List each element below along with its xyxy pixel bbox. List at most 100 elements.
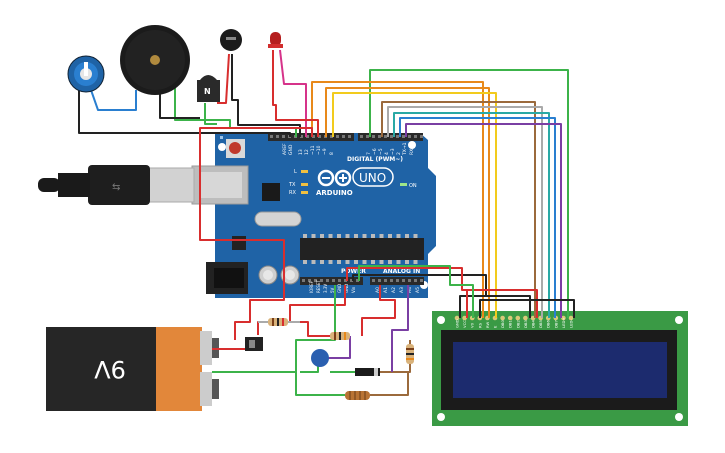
lcd-pin xyxy=(568,315,574,321)
led-label-rx: RX xyxy=(289,190,296,196)
wire-teal xyxy=(393,112,550,318)
lcd-pin xyxy=(500,315,505,321)
wire-green-cap xyxy=(300,365,319,373)
pin-label: ~11 xyxy=(310,145,316,155)
pin-label: A0 xyxy=(375,287,381,293)
header-hole xyxy=(270,135,273,138)
wire-purple-a3 xyxy=(391,285,409,372)
wire-black-pot xyxy=(78,83,291,137)
wire-green-buzzer xyxy=(174,88,297,137)
header-hole xyxy=(402,279,405,282)
pin-label: GND xyxy=(288,144,294,155)
regulator xyxy=(232,236,246,250)
chip-pin xyxy=(354,260,358,264)
npn-transistor: N xyxy=(197,75,220,102)
lcd-pin-label: GND xyxy=(455,319,460,328)
arduino-board: L TX RX ON ARDUINO UNO DIGITAL (PWM~) PO… xyxy=(191,133,436,298)
model-label: UNO xyxy=(359,171,386,185)
lcd-pin-label: DB1 xyxy=(508,319,513,328)
pin-label: 3.3V xyxy=(323,284,328,293)
chip-pin xyxy=(413,234,418,238)
on-label: ON xyxy=(409,183,417,189)
ceramic-capacitor xyxy=(311,349,329,367)
wire-blue-pot xyxy=(90,89,137,111)
microcontroller-chip xyxy=(300,238,424,260)
pin-label: A5 xyxy=(415,287,421,293)
pin-label: ~3 xyxy=(390,148,396,155)
chip-pin xyxy=(371,260,375,264)
wire-green-transistor xyxy=(204,103,217,125)
pin-label: GND xyxy=(337,284,342,293)
wire-blue xyxy=(399,117,556,318)
wire-yellow xyxy=(332,92,497,318)
header-hole xyxy=(318,135,321,138)
pin-label: 5V xyxy=(330,287,335,293)
led-label-tx: TX xyxy=(288,182,296,188)
pin-label: ~5 xyxy=(378,148,384,155)
usb-chip xyxy=(262,183,280,201)
slide-switch xyxy=(245,337,263,351)
wire-green-top xyxy=(369,69,569,318)
wire-red-led xyxy=(272,50,319,137)
lcd-pin-label: RS xyxy=(477,322,482,328)
chip-pin xyxy=(337,260,341,264)
pin-label: A4 xyxy=(407,287,413,293)
header-hole xyxy=(414,279,417,282)
chip-pin xyxy=(320,234,324,238)
wire-black-lcd-2 xyxy=(486,295,531,318)
pin-label: IOREF xyxy=(309,280,314,293)
lcd-pin-label: LED+ xyxy=(561,317,566,328)
pin-label: ~6 xyxy=(372,148,378,155)
chip-pin xyxy=(311,260,316,264)
wire-pink-led xyxy=(279,49,307,137)
header-hole xyxy=(302,279,305,282)
chip-pin xyxy=(303,260,307,264)
wire-green-battery xyxy=(212,371,345,396)
wire-red-lcd xyxy=(346,267,468,318)
wire-black-mic xyxy=(231,54,301,137)
resistor-2 xyxy=(330,332,350,340)
transistor-label: N xyxy=(204,87,211,96)
chip-pin xyxy=(328,260,333,264)
header-hole xyxy=(326,279,329,282)
lcd-pin xyxy=(454,315,460,321)
chip-pin xyxy=(362,260,367,264)
led-red xyxy=(268,32,283,48)
chip-pin xyxy=(396,234,401,238)
header-hole xyxy=(308,279,311,282)
wire-red-main xyxy=(199,127,313,340)
header-hole xyxy=(396,279,399,282)
header-hole xyxy=(356,279,359,282)
chip-pin xyxy=(328,234,333,238)
led-label-l: L xyxy=(294,169,297,175)
wire-gray xyxy=(387,106,543,318)
wire-green-gnd xyxy=(295,285,336,372)
digital-label: DIGITAL (PWM~) xyxy=(347,156,403,163)
header-hole xyxy=(360,135,363,138)
wire-brown-inductor xyxy=(370,371,409,396)
header-hole xyxy=(350,279,353,282)
header-hole xyxy=(372,135,375,138)
header-hole xyxy=(414,135,417,138)
wire-red-r2 xyxy=(300,321,330,337)
pin-label: 13 xyxy=(298,149,304,155)
pin-label: GND xyxy=(344,284,349,293)
lcd-pin xyxy=(523,315,528,321)
wire-red-mic xyxy=(217,53,230,104)
wire-orange-2 xyxy=(325,87,490,318)
lcd-pin-label: DB4 xyxy=(531,319,536,328)
chip-pin xyxy=(379,234,384,238)
wire-purple-a2 xyxy=(322,336,351,359)
header-hole xyxy=(306,135,309,138)
chip-pin xyxy=(388,234,392,238)
header-hole xyxy=(338,279,341,282)
header-hole xyxy=(342,135,345,138)
wire-brown xyxy=(381,101,536,318)
header-hole xyxy=(378,135,381,138)
header-hole xyxy=(276,135,279,138)
lcd-pin-label: RW xyxy=(485,322,490,328)
chip-pin xyxy=(396,260,401,264)
